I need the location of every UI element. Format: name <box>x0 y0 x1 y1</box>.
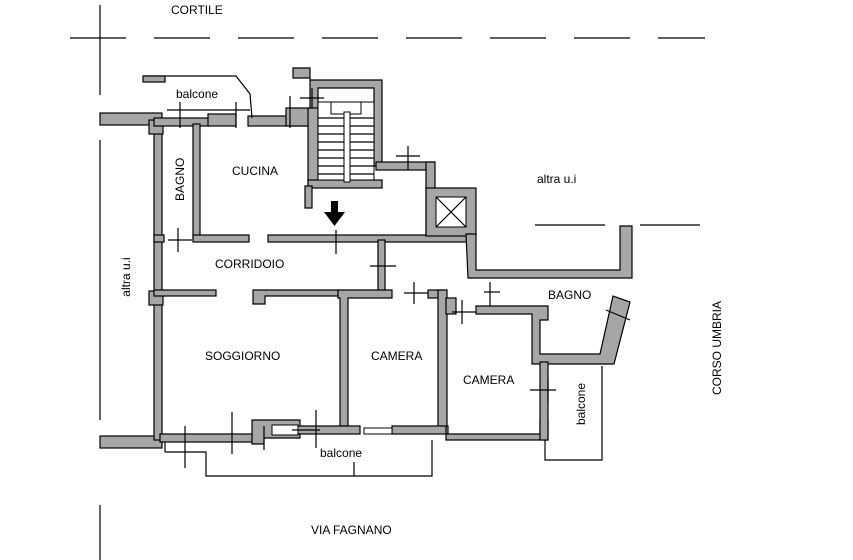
reference-lines <box>70 5 705 560</box>
top-wall-mid <box>207 113 237 127</box>
balcone-top <box>142 75 253 119</box>
stair-left-wall <box>307 107 319 185</box>
balcone-right <box>544 366 603 461</box>
label-balcone-top: balcone <box>176 87 219 101</box>
bagno-right-stub <box>445 297 457 315</box>
staircase-icon <box>317 101 375 183</box>
label-balcone-right: balcone <box>574 382 588 426</box>
camera-right-bottom <box>445 419 549 441</box>
cucina-bottom-wall-a <box>192 234 250 243</box>
opening-marks <box>168 88 631 476</box>
label-soggiorno: SOGGIORNO <box>205 349 281 363</box>
label-corso-umbria: CORSO UMBRIA <box>710 300 724 395</box>
label-altra-ui-left: altra u.i <box>119 257 133 297</box>
elevator-shaft-icon <box>435 196 467 228</box>
left-wall-stub-bottom <box>99 435 163 449</box>
corridor-wall-left <box>153 289 217 297</box>
corridor-wall-mid <box>252 289 339 305</box>
label-via-fagnano: VIA FAGNANO <box>311 523 392 537</box>
corridor-right-step <box>465 225 633 279</box>
stair-right-wall <box>375 161 435 171</box>
bagno-cucina-wall <box>192 123 201 241</box>
bagno-bottom-wall <box>153 234 165 243</box>
landing-left-wall <box>304 185 313 209</box>
label-balcone-bottom: balcone <box>320 446 363 460</box>
bagno-right-walls <box>475 295 631 365</box>
camera-bottom <box>391 425 449 435</box>
label-cucina: CUCINA <box>232 164 279 178</box>
stair-core-wall <box>292 67 383 167</box>
label-bagno-left: BAGNO <box>173 157 187 201</box>
top-wall-left <box>153 117 211 127</box>
camera-right-side <box>539 361 549 441</box>
down-arrow-icon <box>324 201 345 226</box>
label-altra-ui-right: altra u.i <box>537 172 577 186</box>
label-cortile: CORTILE <box>171 3 223 17</box>
label-bagno-right: BAGNO <box>548 288 592 302</box>
label-camera-right: CAMERA <box>463 373 515 387</box>
label-corridoio: CORRIDOIO <box>215 257 285 271</box>
soggiorno-bottom-left <box>159 433 257 443</box>
left-outer-wall <box>153 119 163 441</box>
balcone-bottom <box>164 424 433 477</box>
label-camera-center: CAMERA <box>371 349 423 363</box>
